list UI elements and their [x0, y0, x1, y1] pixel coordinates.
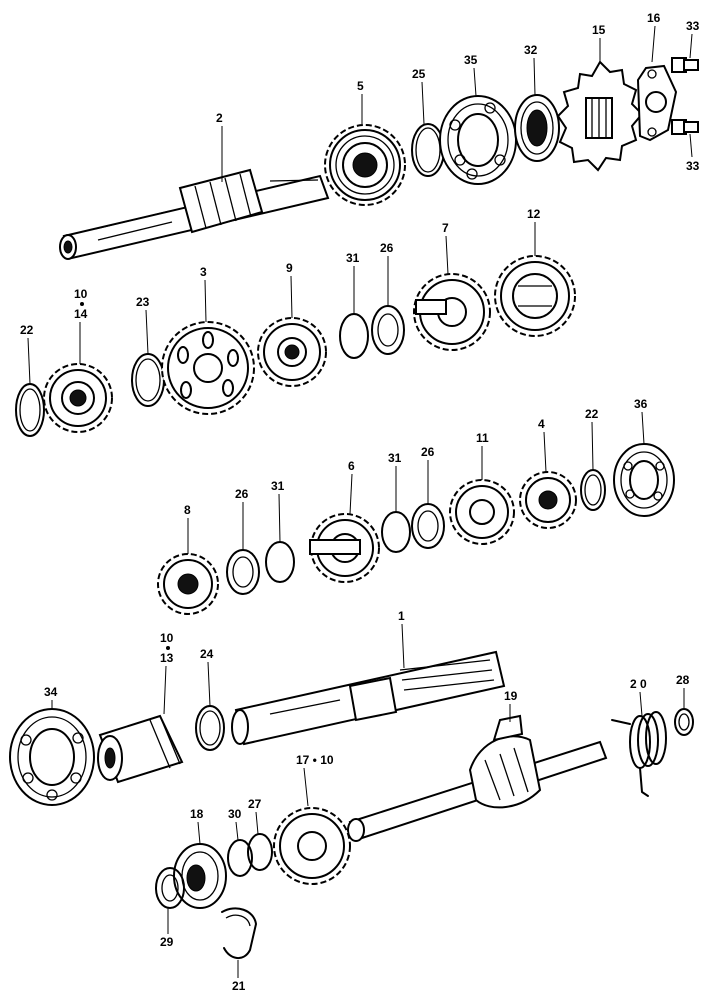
label-part-31-top: 31 — [346, 251, 360, 265]
part-2-main-shaft — [59, 168, 330, 260]
part-6-gear — [309, 513, 380, 583]
label-part-2: 2 — [216, 111, 223, 125]
label-part-13: 13 — [160, 651, 174, 665]
part-26-washer-mid-right — [411, 503, 445, 549]
label-part-26-mid-right: 26 — [421, 445, 435, 459]
part-22-thrust-washer — [15, 383, 45, 437]
label-part-32: 32 — [524, 43, 538, 57]
part-27-washer — [247, 833, 273, 871]
part-34-bearing — [9, 708, 95, 806]
bullet-dot-upper — [80, 302, 84, 306]
label-part-18: 18 — [190, 807, 204, 821]
part-31-circlip-mid-left — [265, 541, 295, 583]
label-part-8: 8 — [184, 503, 191, 517]
part-26-washer-top — [371, 305, 405, 355]
part-21-clip — [221, 907, 257, 959]
label-part-30: 30 — [228, 807, 242, 821]
part-11-gear — [449, 479, 515, 545]
part-12-gear — [494, 255, 576, 337]
label-part-35: 35 — [464, 53, 478, 67]
label-part-24: 24 — [200, 647, 214, 661]
part-25-ring — [411, 123, 445, 177]
part-31-circlip-top — [339, 313, 369, 359]
part-22-washer-right — [580, 469, 606, 511]
label-part-7: 7 — [442, 221, 449, 235]
label-part-16: 16 — [647, 11, 661, 25]
label-part-10-upper: 10 — [74, 287, 88, 301]
label-part-17-10: 17 • 10 — [296, 753, 334, 767]
label-part-31-mid-right: 31 — [388, 451, 402, 465]
label-part-33-bottom: 33 — [686, 159, 700, 173]
part-32-oil-seal — [514, 94, 560, 162]
label-part-5: 5 — [357, 79, 364, 93]
label-part-36: 36 — [634, 397, 648, 411]
part-23-washer — [131, 353, 165, 407]
part-16-lock-plate — [636, 64, 678, 142]
part-29-washer — [155, 867, 185, 909]
label-part-11: 11 — [476, 431, 489, 445]
label-part-1: 1 — [398, 609, 405, 623]
label-part-27: 27 — [248, 797, 262, 811]
part-18-ratchet — [173, 843, 227, 909]
part-33-bolt-top — [671, 57, 699, 73]
label-part-10-lower: 10 — [160, 631, 174, 645]
label-part-31-mid-left: 31 — [271, 479, 285, 493]
part-33-bolt-bottom — [671, 119, 699, 135]
label-part-6: 6 — [348, 459, 355, 473]
part-28-washer — [674, 708, 694, 736]
label-part-4: 4 — [538, 417, 545, 431]
label-part-34: 34 — [44, 685, 58, 699]
label-part-15: 15 — [592, 23, 606, 37]
label-part-28: 28 — [676, 673, 690, 687]
label-part-26-mid-left: 26 — [235, 487, 249, 501]
callout-labels: 2 5 25 35 32 15 16 33 33 10 14 22 23 3 9… — [20, 11, 700, 993]
part-1-countershaft — [231, 650, 506, 746]
label-part-23: 23 — [136, 295, 150, 309]
label-part-9: 9 — [286, 261, 293, 275]
part-26-washer-mid-left — [226, 549, 260, 595]
label-part-25: 25 — [412, 67, 426, 81]
part-31-circlip-mid-right — [381, 511, 411, 553]
part-30-washer — [227, 839, 253, 877]
label-part-33-top: 33 — [686, 19, 700, 33]
label-part-22-right: 22 — [585, 407, 599, 421]
part-15-sprocket — [556, 60, 644, 172]
part-19-kick-spindle — [347, 714, 608, 842]
part-8-gear — [157, 553, 219, 615]
label-part-14: 14 — [74, 307, 88, 321]
part-20-return-spring — [611, 711, 667, 797]
part-5-gear — [324, 124, 406, 206]
label-part-20: 2 0 — [630, 677, 647, 691]
part-13-gear — [97, 714, 184, 784]
label-part-12: 12 — [527, 207, 541, 221]
label-part-21: 21 — [232, 979, 246, 993]
part-9-gear — [257, 317, 327, 387]
part-14-gear — [43, 363, 113, 433]
label-part-26-top: 26 — [380, 241, 394, 255]
part-36-bearing — [613, 443, 675, 517]
bullet-dot-lower — [166, 646, 170, 650]
part-3-gear — [161, 321, 255, 415]
part-7-gear — [413, 273, 491, 351]
part-4-gear — [519, 471, 577, 529]
label-part-3: 3 — [200, 265, 207, 279]
part-35-bearing — [439, 95, 517, 185]
label-part-19: 19 — [504, 689, 518, 703]
label-part-29: 29 — [160, 935, 174, 949]
label-part-22-left: 22 — [20, 323, 34, 337]
part-24-washer — [195, 705, 225, 751]
part-17-gear — [273, 807, 351, 885]
